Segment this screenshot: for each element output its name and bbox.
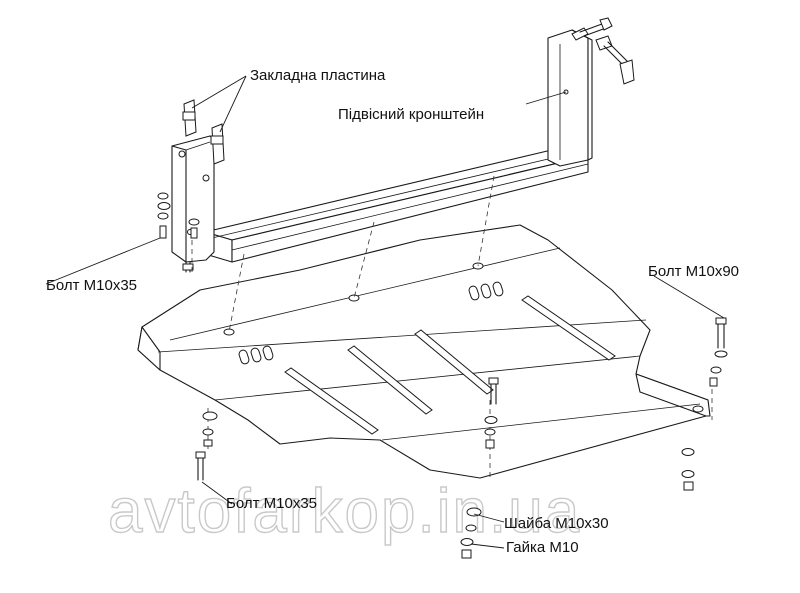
long-slots [284, 295, 616, 435]
vent-slots-right [468, 281, 504, 301]
label-bolt-right: Болт М10х90 [648, 263, 739, 280]
label-nut: Гайка М10 [506, 539, 579, 556]
label-bolt-left: Болт М10х35 [46, 277, 137, 294]
label-bolt-bottom: Болт М10х35 [226, 495, 317, 512]
bolt-stack-lower-right [681, 448, 695, 491]
bolt-stack-right [709, 317, 728, 387]
leader-lines [45, 75, 725, 549]
vent-slots-left [238, 345, 274, 365]
label-washer: Шайба М10х30 [504, 515, 609, 532]
bolt-stack-upper-left [157, 192, 200, 239]
label-embedded-plate: Закладна пластина [250, 67, 386, 84]
bolt-stack-middle [484, 377, 499, 449]
label-hanging-bracket: Підвісний кронштейн [338, 106, 484, 123]
watermark: avtofarkop.in.ua [108, 477, 581, 546]
bolt-stack-bottom [460, 507, 482, 559]
skid-plate [137, 224, 711, 479]
hanging-bracket [171, 17, 635, 273]
bolt-stack-lower-left [195, 411, 218, 481]
